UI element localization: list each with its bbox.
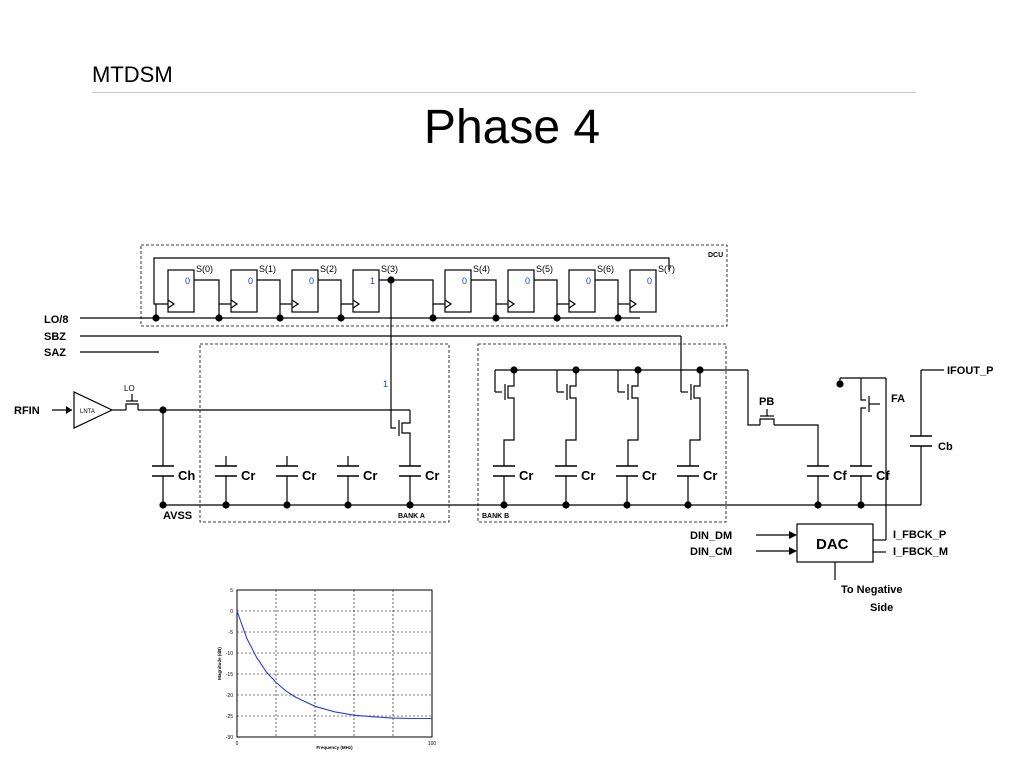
sbz-label: SBZ: [44, 331, 66, 343]
bank-a-boundary: [199, 343, 450, 523]
din-dm-label: DIN_DM: [690, 530, 732, 542]
cr-capacitor-label: Cr: [519, 468, 533, 483]
stage-bit-label: 0: [586, 276, 591, 286]
chart-series-line: [236, 610, 432, 720]
chart-y-tick-label: -5: [229, 630, 234, 636]
stage-name-label: S(1): [259, 264, 276, 274]
chart-y-tick-label: -25: [226, 714, 233, 720]
flipflop-stage: [167, 269, 195, 313]
cf-capacitor-label: Cf: [833, 468, 847, 483]
flipflop-chain: S(0) 0 S(1) 0 S(2) 0 S(3) 1 S(4) 0 S(5) 0 S(6) 0 S(7) 0: [152, 264, 675, 322]
chart-y-tick-label: 0: [230, 609, 233, 615]
lnta-label: LNTA: [80, 409, 95, 415]
to-negative-label-1: To Negative: [841, 584, 903, 596]
flipflop-stage: [568, 269, 596, 313]
cr-capacitor-label: Cr: [642, 468, 656, 483]
dcu-boundary: [140, 244, 728, 327]
lo-switch: [125, 403, 139, 410]
dcu-ring-feedback: [153, 257, 670, 305]
stage-name-label: S(0): [196, 264, 213, 274]
bank-a-switch: [390, 414, 396, 429]
bank-b-switches: [494, 366, 704, 466]
cr-capacitor-label: Cr: [241, 468, 255, 483]
flipflop-stage: [444, 269, 472, 313]
slide-title: Phase 4: [423, 101, 601, 154]
stage-bit-label: 0: [185, 276, 190, 286]
stage-name-label: S(4): [473, 264, 490, 274]
dcu-label: DCU: [708, 252, 723, 259]
stage-name-label: S(2): [320, 264, 337, 274]
stage-bit-label: 0: [462, 276, 467, 286]
flipflop-stage: [352, 269, 380, 313]
saz-label: SAZ: [44, 347, 66, 359]
bank-b-label: BANK B: [482, 513, 509, 520]
rfin-label: RFIN: [14, 405, 40, 417]
to-negative-label-2: Side: [870, 602, 893, 614]
lo8-label: LO/8: [44, 314, 68, 326]
flipflop-stage: [230, 269, 258, 313]
stage-name-label: S(6): [597, 264, 614, 274]
ch-capacitor-label: Ch: [178, 468, 195, 483]
pb-switch: [759, 418, 775, 425]
stage-bit-label: 0: [248, 276, 253, 286]
cr-capacitor-label: Cr: [302, 468, 316, 483]
chart-y-tick-label: -10: [226, 651, 233, 657]
bank-b-boundary: [477, 343, 727, 523]
chart-y-tick-label: 5: [230, 588, 233, 594]
chart-x-tick-label: 100: [428, 741, 437, 747]
cf-capacitor-label: Cf: [876, 468, 890, 483]
cr-capacitor-label: Cr: [581, 468, 595, 483]
pb-label: PB: [759, 396, 774, 408]
chart-x-tick-label: 0: [236, 741, 239, 747]
stage-name-label: S(7): [658, 264, 675, 274]
cr-capacitor-label: Cr: [425, 468, 439, 483]
stage-name-label: S(5): [536, 264, 553, 274]
lnta-amplifier: [73, 391, 114, 429]
flipflop-stage: [291, 269, 319, 313]
ifout-p-label: IFOUT_P: [947, 365, 993, 377]
stage-bit-label: 1: [370, 276, 375, 286]
capacitor-array: Ch Cr Cr Cr Cr Cr Cr Cr Cr Cf Cf: [152, 456, 890, 509]
bank-a-label: BANK A: [398, 513, 425, 520]
cr-capacitor-label: Cr: [703, 468, 717, 483]
din-cm-label: DIN_CM: [690, 546, 732, 558]
i-fbck-p-label: I_FBCK_P: [893, 529, 946, 541]
flipflop-stage: [507, 269, 535, 313]
dac-label: DAC: [816, 536, 849, 553]
lo-label: LO: [124, 384, 135, 393]
chart-y-axis-label: Magnitude (dB): [217, 647, 222, 680]
cr-capacitor-label: Cr: [363, 468, 377, 483]
chart-x-axis-label: Frequency (MHz): [316, 745, 353, 750]
chart-y-tick-label: -20: [226, 693, 233, 699]
chart-frame: [236, 589, 433, 738]
stage-bit-label: 0: [647, 276, 652, 286]
cb-label: Cb: [938, 441, 953, 453]
line-one-label: 1: [383, 379, 388, 389]
flipflop-stage: [629, 269, 657, 313]
stage-bit-label: 0: [309, 276, 314, 286]
stage-bit-label: 0: [525, 276, 530, 286]
fa-label: FA: [891, 393, 905, 405]
header-divider: [92, 92, 916, 93]
avss-label: AVSS: [163, 510, 192, 522]
chart-y-tick-label: -15: [226, 672, 233, 678]
i-fbck-m-label: I_FBCK_M: [893, 546, 948, 558]
chart-y-tick-label: -30: [226, 735, 233, 741]
stage-name-label: S(3): [381, 264, 398, 274]
slide-header: MTDSM: [92, 62, 173, 87]
